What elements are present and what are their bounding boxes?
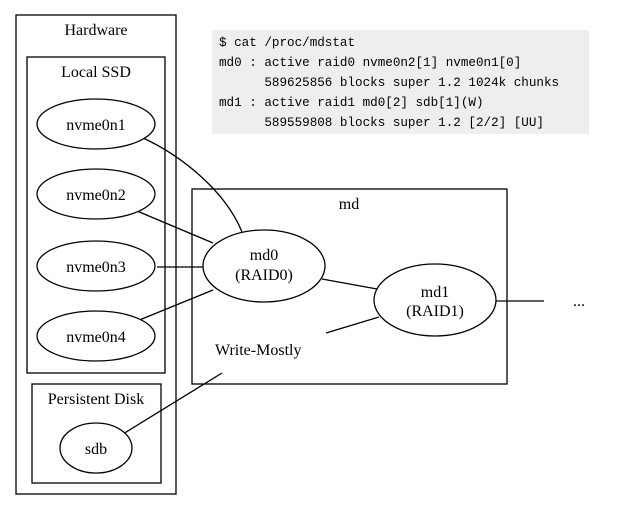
md1-name-label: md1 <box>421 284 449 301</box>
edge-nvme0n4-md0 <box>136 289 214 322</box>
nvme0n2-node <box>36 168 156 220</box>
terminal-line: $ cat /proc/mdstat <box>219 36 355 50</box>
terminal-line: 589625856 blocks super 1.2 1024k chunks <box>219 76 559 90</box>
terminal-line: 589559808 blocks super 1.2 [2/2] [UU] <box>219 116 544 130</box>
mdstat-terminal: $ cat /proc/mdstat md0 : active raid0 nv… <box>212 30 589 134</box>
edge-sdb-md1 <box>122 372 223 435</box>
continuation-ellipsis: ... <box>573 293 585 310</box>
nvme0n2-label: nvme0n2 <box>66 187 126 204</box>
persistent-disk-cluster <box>31 383 162 484</box>
nvme0n1-node <box>36 98 156 150</box>
edge-write-mostly <box>325 316 380 334</box>
terminal-background <box>212 30 589 134</box>
sdb-label: sdb <box>85 441 107 458</box>
local-ssd-cluster-label: Local SSD <box>61 64 131 81</box>
md1-level-label: (RAID1) <box>406 303 464 320</box>
nvme0n4-node <box>36 310 156 362</box>
edge-nvme0n2-md0 <box>136 210 214 244</box>
nvme0n1-label: nvme0n1 <box>66 117 126 134</box>
md-cluster <box>191 188 508 385</box>
edge-md0-md1 <box>321 278 378 290</box>
nvme0n4-label: nvme0n4 <box>66 329 126 346</box>
nvme0n3-label: nvme0n3 <box>66 259 126 276</box>
md0-level-label: (RAID0) <box>235 267 293 284</box>
hardware-cluster-label: Hardware <box>64 22 127 39</box>
sdb-node <box>59 422 133 474</box>
nvme0n3-node <box>36 240 156 292</box>
md1-node <box>373 263 497 337</box>
md0-name-label: md0 <box>250 247 278 264</box>
persistent-disk-cluster-label: Persistent Disk <box>48 391 144 408</box>
terminal-line: md0 : active raid0 nvme0n2[1] nvme0n1[0] <box>219 56 521 70</box>
local-ssd-cluster <box>26 56 166 374</box>
md-cluster-label: md <box>339 196 359 213</box>
hardware-cluster <box>15 14 177 495</box>
terminal-line: md1 : active raid1 md0[2] sdb[1](W) <box>219 96 484 110</box>
write-mostly-label-background <box>212 337 318 361</box>
edge-nvme0n1-md0 <box>142 137 243 233</box>
md0-node <box>202 229 326 303</box>
write-mostly-label: Write-Mostly <box>215 342 301 359</box>
